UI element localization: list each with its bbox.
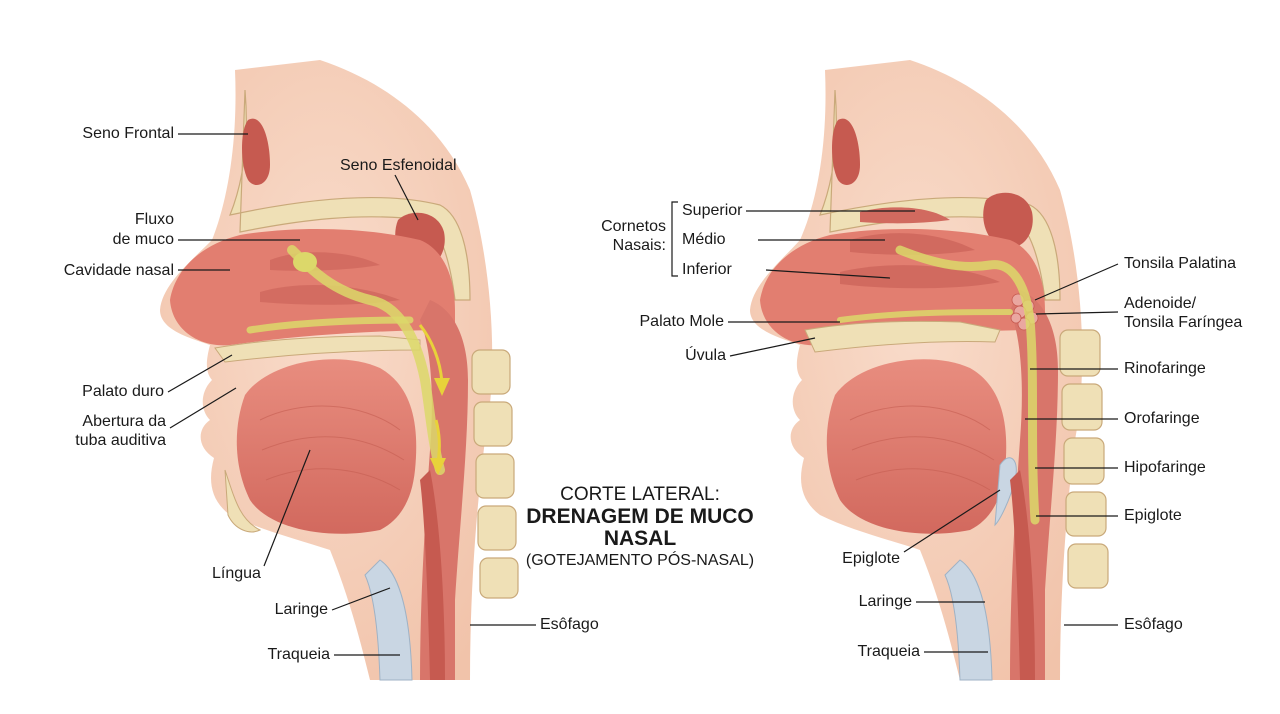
right-trachea: [944, 559, 993, 681]
label-epiglote-lower: Epiglote: [842, 550, 900, 567]
label-fluxo-muco-2: de muco: [112, 231, 174, 248]
left-frontal-sinus: [242, 118, 270, 185]
title-line-2: DRENAGEM DE MUCO: [526, 505, 754, 528]
label-abertura-1: Abertura da: [82, 413, 166, 430]
title-line-1: CORTE LATERAL:: [560, 484, 720, 505]
label-seno-esfenoidal: Seno Esfenoidal: [340, 157, 457, 174]
left-flow-arrow-1: [418, 324, 444, 383]
right-leader-lines: [671, 201, 1119, 653]
label-traqueia-right: Traqueia: [857, 643, 920, 660]
label-esofago-right: Esôfago: [1124, 616, 1183, 633]
right-turbinate-medio: [850, 233, 975, 255]
label-epiglote-right: Epiglote: [1124, 507, 1182, 524]
left-trachea: [364, 559, 413, 681]
label-seno-frontal: Seno Frontal: [82, 125, 174, 142]
right-sphenoid-sinus: [983, 192, 1033, 249]
right-soft-palate: [804, 320, 1001, 353]
left-spine: [471, 349, 519, 599]
center-title: CORTE LATERAL: DRENAGEM DE MUCO NASAL (G…: [520, 484, 760, 572]
label-adenoide-1: Adenoide/: [1124, 295, 1197, 312]
label-lingua: Língua: [212, 565, 261, 582]
label-orofaringe: Orofaringe: [1124, 410, 1200, 427]
label-esofago-left: Esôfago: [540, 616, 599, 633]
label-rinofaringe: Rinofaringe: [1124, 360, 1206, 377]
label-abertura-2: tuba auditiva: [75, 432, 166, 449]
label-medio: Médio: [682, 231, 726, 248]
label-cavidade-nasal: Cavidade nasal: [63, 262, 174, 279]
left-tongue: [236, 359, 417, 534]
right-turbinate-inferior: [840, 265, 1000, 289]
right-esophagus: [1010, 470, 1035, 680]
left-leader-lines: [167, 133, 536, 656]
label-tonsila-palatina: Tonsila Palatina: [1124, 255, 1237, 272]
label-cornetos-2: Nasais:: [612, 237, 666, 254]
label-palato-duro: Palato duro: [82, 383, 164, 400]
right-head-section: [750, 60, 1109, 681]
label-palato-mole: Palato Mole: [639, 313, 725, 330]
right-frontal-sinus: [832, 118, 860, 185]
label-laringe-right: Laringe: [858, 593, 912, 610]
left-esophagus: [420, 470, 445, 680]
label-laringe-left: Laringe: [274, 601, 328, 618]
label-uvula: Úvula: [685, 347, 726, 364]
label-hipofaringe: Hipofaringe: [1124, 459, 1206, 476]
left-head-section: [160, 60, 519, 681]
right-spine: [1059, 329, 1109, 589]
label-inferior: Inferior: [682, 261, 732, 278]
label-adenoide-2: Tonsila Faríngea: [1124, 314, 1243, 331]
right-mucus-flow: [895, 245, 1040, 525]
label-superior: Superior: [682, 202, 743, 219]
label-traqueia-left: Traqueia: [267, 646, 330, 663]
label-cornetos-1: Cornetos: [601, 218, 666, 235]
left-skull-bone: [229, 89, 471, 301]
right-tongue: [826, 359, 1007, 534]
label-fluxo-muco-1: Fluxo: [134, 211, 174, 228]
title-line-4: (GOTEJAMENTO PÓS-NASAL): [525, 552, 755, 569]
title-line-3: NASAL: [603, 527, 677, 550]
